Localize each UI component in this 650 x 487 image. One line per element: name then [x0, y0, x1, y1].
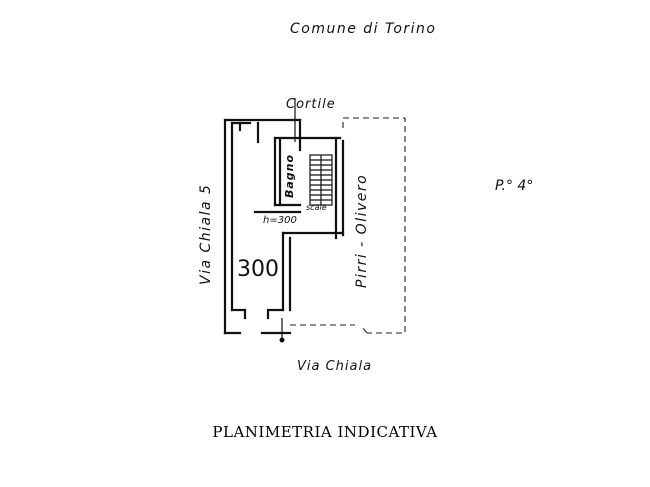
pirri-olivero-label: Pirri - Olivero — [354, 174, 370, 288]
neighbour-outline — [290, 117, 406, 334]
floor-label: P.° 4° — [495, 178, 533, 194]
plan-caption: PLANIMETRIA INDICATIVA — [212, 423, 438, 441]
via-chiala-label: Via Chiala — [297, 359, 372, 374]
comune-label: Comune di Torino — [290, 21, 437, 37]
room-height-label: 300 — [237, 257, 279, 282]
via-chiala-5-label: Via Chiala 5 — [198, 184, 214, 285]
height-label: h=300 — [263, 215, 297, 226]
cortile-label: Cortile — [286, 97, 336, 112]
scale-label: scale — [306, 203, 327, 212]
apartment-walls — [223, 118, 345, 343]
bagno-label: Bagno — [283, 154, 296, 198]
staircase — [309, 154, 333, 206]
